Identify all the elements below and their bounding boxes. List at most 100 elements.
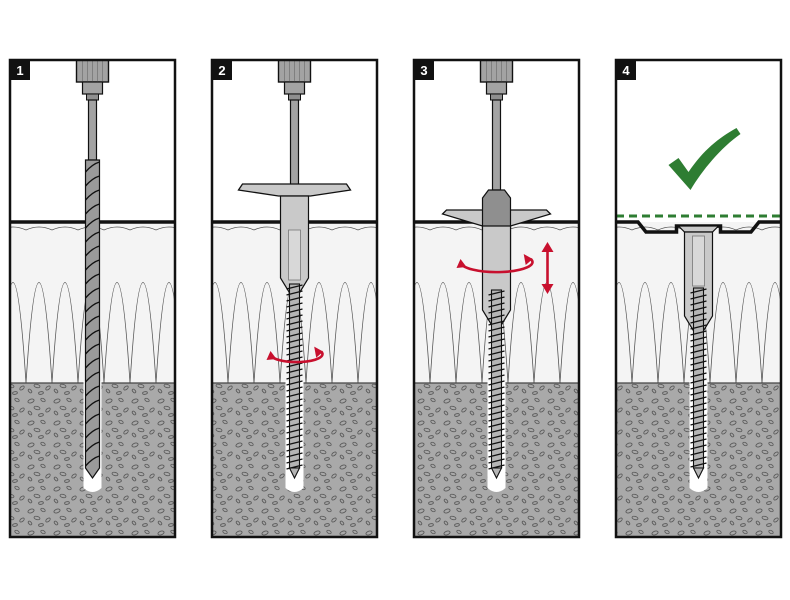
- panel-frame: [614, 58, 783, 539]
- insulation-fiber: [709, 282, 737, 384]
- screw-thread: [690, 288, 707, 294]
- screw-thread: [488, 416, 505, 422]
- screw-thread: [690, 294, 707, 300]
- chuck-nose: [490, 93, 503, 101]
- drill-hole-bottom: [285, 488, 304, 492]
- insulation-fiber: [507, 282, 535, 384]
- insulation-fiber: [533, 226, 561, 231]
- screw-thread: [286, 392, 303, 398]
- screw-thread: [286, 464, 303, 470]
- screw-thread: [286, 290, 303, 296]
- screw-thread: [286, 422, 303, 428]
- panel-content: [10, 60, 175, 537]
- insulation-fiber: [155, 226, 175, 231]
- insulation-fiber: [155, 282, 175, 384]
- screw-thread: [488, 314, 505, 320]
- screw-thread: [488, 296, 505, 302]
- screw-thread: [690, 456, 707, 462]
- screw-thread: [286, 332, 303, 338]
- drill-bit-flute: [84, 441, 100, 453]
- insulation-fiber: [414, 226, 431, 231]
- screw-thread: [488, 464, 505, 470]
- chuck-collar: [283, 81, 306, 95]
- screw-thread: [488, 392, 505, 398]
- insulation-fiber: [227, 282, 255, 384]
- screw-thread: [286, 314, 303, 320]
- chuck-collar: [485, 81, 508, 95]
- drill-bit-flute: [84, 343, 100, 355]
- screw-thread: [286, 416, 303, 422]
- drill-bit-flute: [84, 259, 100, 271]
- screw-thread: [488, 326, 505, 332]
- insulation-fiber: [735, 282, 763, 384]
- screw-tip: [490, 467, 503, 480]
- screw-thread: [286, 356, 303, 362]
- screw-thread: [286, 410, 303, 416]
- panel-content: [212, 60, 377, 537]
- insulation-fiber: [305, 282, 333, 384]
- insulation-fiber: [559, 282, 579, 384]
- drill-bit-flute: [84, 273, 100, 285]
- panel-frame: [210, 58, 379, 539]
- screw-thread: [286, 458, 303, 464]
- insulation-fiber: [429, 226, 457, 231]
- insulation-fiber: [761, 282, 781, 384]
- screw-thread: [488, 332, 505, 338]
- screw-thread: [286, 404, 303, 410]
- screw-thread: [488, 380, 505, 386]
- screw-thread: [488, 428, 505, 434]
- screw-thread: [690, 348, 707, 354]
- screw-thread: [488, 452, 505, 458]
- insulation-fiber: [616, 282, 633, 384]
- insulation-fiber: [631, 226, 659, 231]
- screw-thread: [488, 290, 505, 296]
- setting-rod: [491, 99, 502, 191]
- panel-4: 4: [614, 58, 783, 539]
- insulation-fiber: [103, 282, 131, 384]
- insulation-fiber: [414, 282, 431, 384]
- screw-thread: [488, 320, 505, 326]
- screw-thread: [286, 338, 303, 344]
- panel-content: [616, 60, 781, 537]
- panel-number-box: [10, 60, 30, 80]
- screw-tip: [288, 467, 301, 480]
- screw-thread: [488, 440, 505, 446]
- insulation-fiber: [10, 226, 27, 231]
- screw-thread: [488, 374, 505, 380]
- insulation-fiber: [212, 226, 229, 231]
- axial-arrow-head-up: [541, 242, 554, 252]
- rotation-arrow-tail: [266, 351, 277, 360]
- sleeve-bore: [288, 229, 301, 281]
- drill-bit-flute: [84, 427, 100, 439]
- panel-number: 4: [622, 63, 630, 78]
- screw-thread: [690, 372, 707, 378]
- insulation-fiber: [331, 282, 359, 384]
- screw-thread: [286, 326, 303, 332]
- insulation-fiber: [25, 226, 53, 231]
- screw-thread: [286, 302, 303, 308]
- screw-thread: [690, 300, 707, 306]
- screw-thread: [488, 434, 505, 440]
- screw-thread: [690, 324, 707, 330]
- insulation-fiber: [586, 283, 612, 384]
- screw-thread: [690, 420, 707, 426]
- screw-thread: [690, 378, 707, 384]
- screw-thread: [488, 302, 505, 308]
- anchor-plate: [237, 183, 352, 197]
- screw-thread: [690, 366, 707, 372]
- drill-hole-bottom: [689, 488, 708, 492]
- drill-bit-flute: [84, 175, 100, 187]
- screw-thread: [690, 306, 707, 312]
- screw-thread: [286, 380, 303, 386]
- screw-thread: [690, 432, 707, 438]
- insulation-fiber: [616, 226, 633, 231]
- chuck-nose: [288, 93, 301, 101]
- anchor-plate-recessed: [677, 225, 720, 233]
- insulation-fiber: [10, 282, 27, 384]
- drill-bit-flute: [84, 161, 100, 173]
- screw-thread: [690, 360, 707, 366]
- insulation-fiber: [331, 226, 359, 231]
- axial-arrow-head-down: [541, 284, 554, 294]
- screw-thread: [286, 308, 303, 314]
